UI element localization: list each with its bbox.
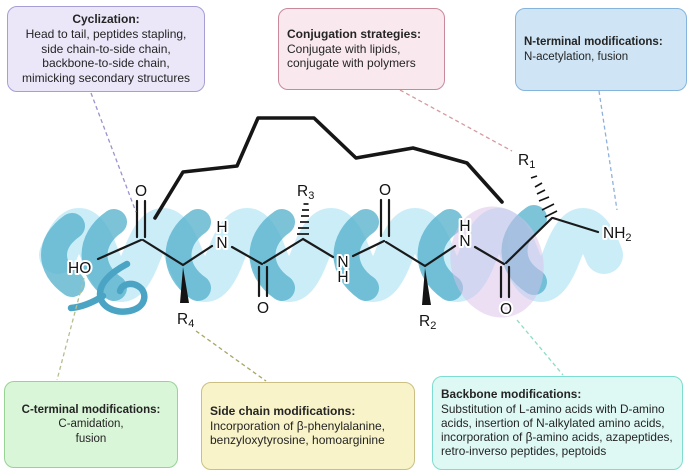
helix-turn-shadows <box>41 205 547 301</box>
staple-bond <box>153 116 504 220</box>
cyclization-body: Head to tail, peptides stapling, side ch… <box>21 27 191 85</box>
cyclization-title: Cyclization: <box>72 12 140 27</box>
c-terminal-title: C-terminal modifications: <box>21 404 161 417</box>
conjugation-box: Conjugation strategies: Conjugate with l… <box>278 8 445 90</box>
backbone-bonds <box>96 216 600 268</box>
connector-backbone <box>516 319 564 376</box>
carboxyl-o-label: O <box>135 183 147 200</box>
conjugation-body: Conjugate with lipids, conjugate with po… <box>287 41 416 71</box>
r2-label: R2 <box>419 313 436 332</box>
connector-conjugation <box>399 89 513 152</box>
backbone-highlight <box>450 206 544 318</box>
amide-o-label-2: O <box>379 182 391 199</box>
wedge-bond-r2 <box>422 268 431 305</box>
amide-nh-label-3-h: H <box>459 218 470 235</box>
amide-nh-label-2-n: N <box>337 254 348 271</box>
c-terminal-body: C-amidation, fusion <box>58 418 124 445</box>
c-terminal-box: C-terminal modifications: C-amidation, f… <box>4 381 178 468</box>
amide-o-label-3: O <box>500 301 512 318</box>
hash-bond-r1 <box>530 175 558 218</box>
conjugation-title: Conjugation strategies: <box>287 27 422 42</box>
r1-label: R1 <box>518 152 535 171</box>
side-chain-box: Side chain modifications: Incorporation … <box>201 382 415 470</box>
amide-nh-label-3-n: N <box>459 233 470 250</box>
wedge-bond-r4 <box>180 267 189 303</box>
connector-cyclization <box>90 92 137 213</box>
amide-nh-label-1-n: N <box>216 235 227 252</box>
backbone-title: Backbone modifications: <box>441 387 582 402</box>
ho-label: HO <box>68 260 91 277</box>
r3-label: R3 <box>297 183 314 202</box>
n-terminal-body: N-acetylation, fusion <box>524 50 629 63</box>
side-chain-title: Side chain modifications: <box>210 404 356 419</box>
amide-nh-label-1-h: H <box>216 219 227 236</box>
connector-lines <box>56 89 618 382</box>
carbonyl-double-bonds <box>135 198 511 299</box>
c-terminus-curl-icon <box>67 260 148 315</box>
amide-o-label-1: O <box>257 300 269 317</box>
hash-bond-r3 <box>297 203 309 235</box>
nh2-label: NH2 <box>603 225 632 244</box>
connector-side-chain <box>195 330 267 382</box>
n-terminal-box: N-terminal modifications: N-acetylation,… <box>515 8 687 91</box>
n-terminal-title: N-terminal modifications: <box>524 36 663 49</box>
connector-n-terminal <box>598 90 618 211</box>
amide-nh-label-2-h: H <box>337 269 348 286</box>
backbone-body: Substitution of L-amino acids with D-ami… <box>441 401 673 459</box>
r4-label: R4 <box>177 311 194 330</box>
side-chain-body: Incorporation of β-phenylalanine, benzyl… <box>210 418 386 448</box>
connector-c-terminal <box>56 277 85 381</box>
cyclization-box: Cyclization: Head to tail, peptides stap… <box>7 6 205 92</box>
backbone-box: Backbone modifications: Substitution of … <box>432 376 683 470</box>
